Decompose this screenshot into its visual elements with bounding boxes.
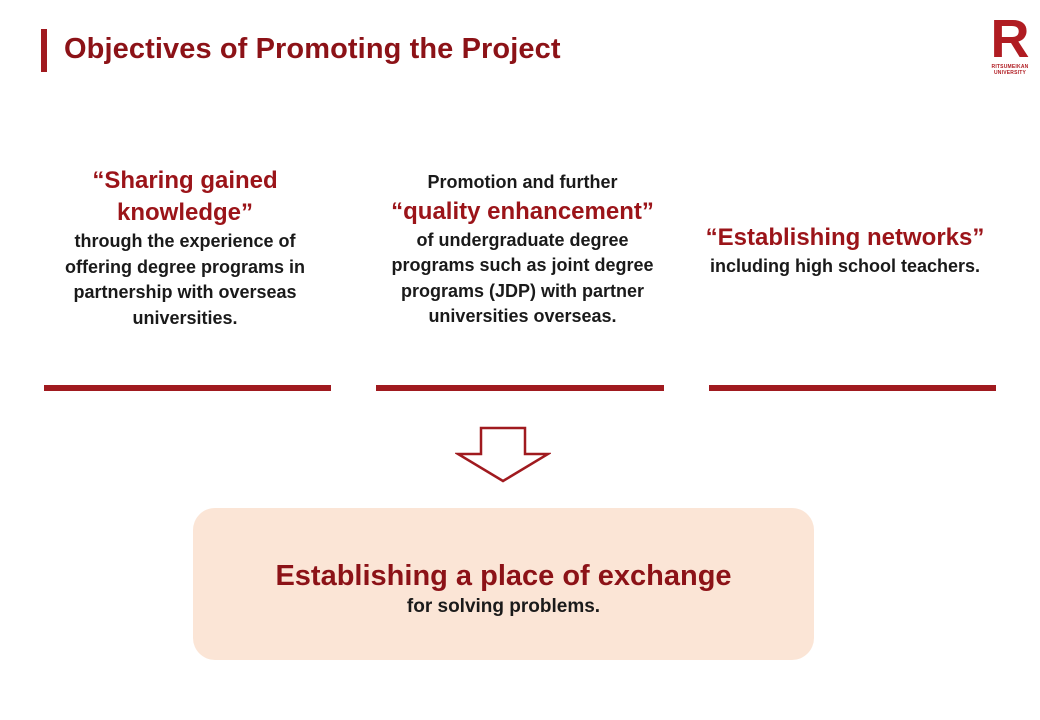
result-box: Establishing a place of exchange for sol… (193, 508, 814, 660)
objective-body-line: programs such as joint degree (391, 255, 654, 275)
objective-heading-line: “Sharing gained (92, 167, 278, 194)
objective-heading-line: knowledge” (116, 199, 254, 226)
title-accent-bar (41, 29, 47, 72)
objective-heading: “quality enhancement” (391, 197, 654, 225)
result-title: Establishing a place of exchange (275, 560, 732, 592)
objective-body-line: through the experience of (74, 231, 296, 251)
objective-body-line: of undergraduate degree (416, 229, 629, 250)
objective-body-line: including high school teachers. (709, 256, 981, 276)
column-divider-rule (709, 385, 996, 391)
objective-column-quality: Promotion and further “quality enhanceme… (370, 170, 675, 330)
down-arrow-outline-icon (455, 426, 551, 483)
column-divider-rule (376, 385, 664, 391)
objective-body-line: universities. (132, 307, 238, 328)
objective-body-line: universities overseas. (428, 306, 617, 326)
logo-text-line1: RITSUMEIKAN (991, 64, 1029, 70)
page-title: Objectives of Promoting the Project (64, 33, 561, 65)
objective-column-networks: “Establishing networks” including high s… (690, 222, 1000, 280)
objective-body-line: offering degree programs in (64, 256, 306, 277)
result-subtitle: for solving problems. (406, 596, 601, 617)
logo-text-line2: UNIVERSITY (993, 70, 1026, 76)
objective-heading: “Establishing networks” (705, 224, 985, 251)
objective-body-line: programs (JDP) with partner (400, 280, 645, 301)
objective-body-line: partnership with overseas (73, 282, 297, 302)
university-logo: R RITSUMEIKAN UNIVERSITY (988, 9, 1032, 80)
objective-intro: Promotion and further (427, 172, 618, 192)
objective-column-sharing: “Sharing gained knowledge” through the e… (40, 165, 330, 331)
logo-letter: R (990, 9, 1030, 69)
column-divider-rule (44, 385, 331, 391)
